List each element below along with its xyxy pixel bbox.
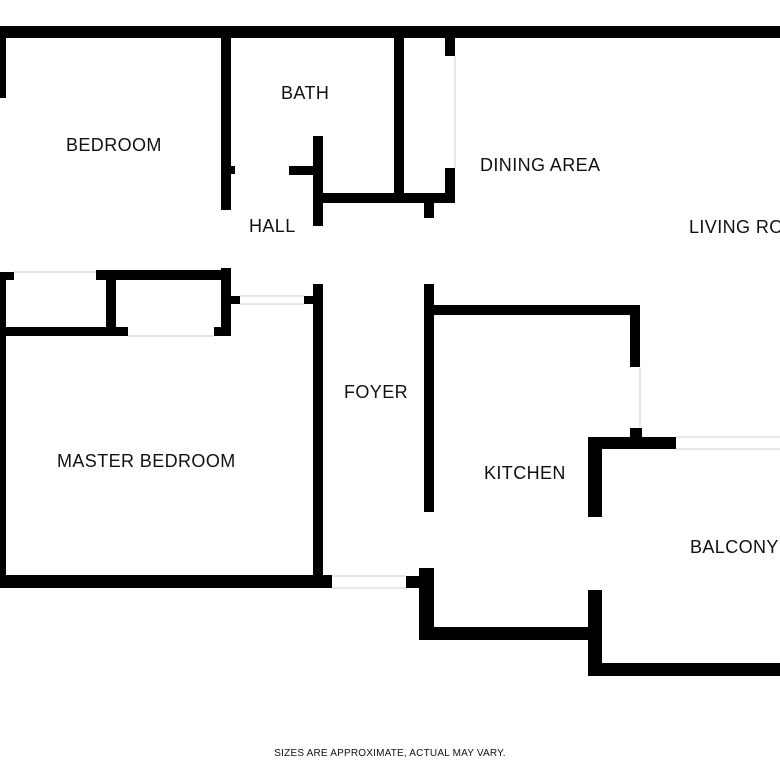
size-disclaimer: SIZES ARE APPROXIMATE, ACTUAL MAY VARY.: [274, 748, 505, 759]
room-label-dining-area: DINING AREA: [480, 155, 600, 175]
wall-hall-stub-left: [228, 296, 240, 304]
wall-bedroom-right-stub: [221, 166, 235, 174]
wall-kitchen-left-lower: [419, 568, 434, 640]
room-label-foyer: FOYER: [344, 382, 408, 402]
wall-bedroom-bottom-left: [0, 272, 14, 280]
wall-master-right: [313, 284, 323, 588]
wall-left-lower: [0, 272, 6, 588]
wall-bath-bottom: [313, 193, 453, 203]
wall-kitchen-top: [428, 305, 640, 315]
room-label-living-room: LIVING ROOM: [689, 217, 780, 237]
wall-dining-left-upper: [445, 38, 455, 56]
wall-foyer-right: [424, 284, 434, 512]
room-label-kitchen: KITCHEN: [484, 463, 566, 483]
wall-kitchen-right-upper: [630, 305, 640, 367]
wall-balcony-bottom: [588, 663, 780, 676]
wall-foyer-right-top: [424, 198, 434, 218]
wall-bedroom-right-upper: [221, 38, 231, 210]
wall-closet-bottom-left: [0, 327, 128, 336]
wall-closet-bottom-right: [214, 327, 231, 336]
openings: [14, 56, 780, 589]
wall-dining-left-lower: [445, 168, 455, 203]
wall-balcony-left-upper: [588, 437, 602, 517]
room-labels: BEDROOM BATH DINING AREA LIVING ROOM HAL…: [57, 83, 780, 557]
wall-bedroom-right-lower: [221, 268, 231, 336]
room-label-bedroom: BEDROOM: [66, 135, 162, 155]
room-label-bath: BATH: [281, 83, 329, 103]
wall-balcony-left-lower: [588, 590, 602, 676]
wall-bath-hall-vertical: [313, 136, 323, 226]
wall-balcony-top: [588, 437, 676, 449]
wall-living-stub: [630, 428, 642, 438]
wall-left-upper: [0, 26, 6, 98]
wall-bedroom-bottom-right: [96, 270, 226, 280]
wall-bath-hall-stub: [289, 166, 323, 175]
room-label-hall: HALL: [249, 216, 296, 236]
wall-closet-divider: [106, 270, 116, 336]
room-label-balcony: BALCONY: [690, 537, 779, 557]
room-label-master-bedroom: MASTER BEDROOM: [57, 451, 236, 471]
wall-hall-stub-right: [304, 296, 318, 304]
wall-master-bottom: [0, 575, 332, 588]
walls: [0, 26, 780, 676]
wall-kitchen-bottom: [419, 627, 601, 640]
wall-top: [0, 26, 780, 38]
wall-bath-right: [394, 38, 404, 198]
